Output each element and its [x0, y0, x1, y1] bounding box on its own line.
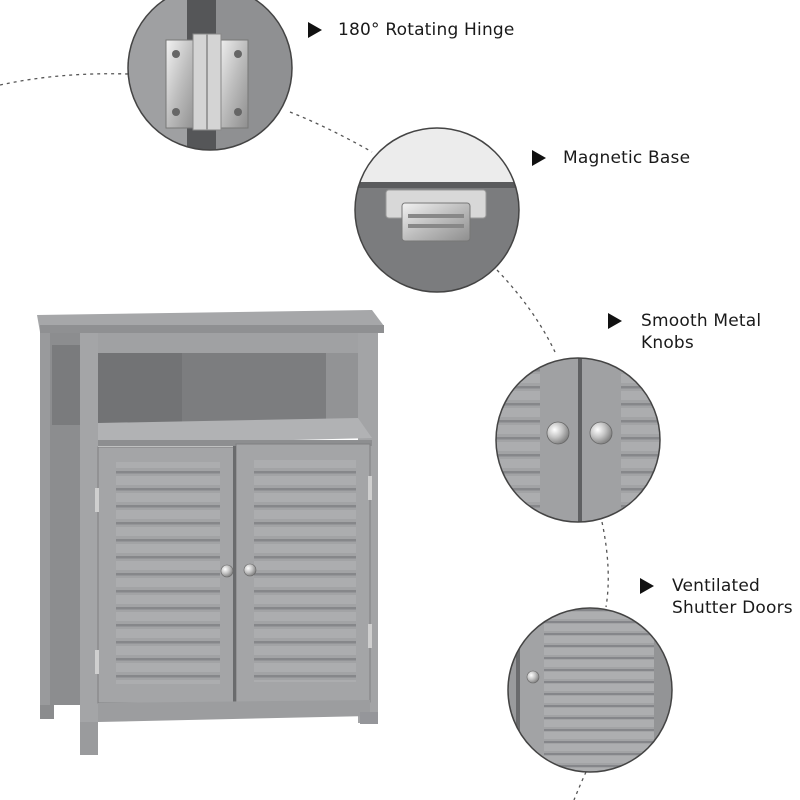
cabinet	[37, 310, 384, 755]
feature-label-line: Knobs	[641, 333, 694, 353]
connector-hinge	[0, 73, 129, 86]
hinge-detail-circle	[127, 0, 293, 151]
feature-label-line: Smooth Metal	[641, 311, 762, 331]
connector-bottom	[573, 771, 587, 800]
feature-label-line: Ventilated	[672, 576, 760, 596]
shutter-arrow-icon	[640, 578, 654, 594]
magnetic-arrow-icon	[532, 150, 546, 166]
connector-lines	[0, 73, 609, 800]
magnetic-detail-circle	[354, 127, 520, 293]
feature-label-line: 180° Rotating Hinge	[338, 20, 515, 40]
connector-magnetic	[289, 111, 373, 153]
connector-shutter	[601, 521, 609, 608]
feature-label-hinge: 180° Rotating Hinge	[338, 19, 515, 41]
feature-label-shutter: Ventilated Shutter Doors	[672, 575, 793, 619]
feature-label-line: Magnetic Base	[563, 148, 691, 168]
feature-label-magnetic: Magnetic Base	[563, 147, 690, 169]
left-knob	[220, 564, 234, 578]
shutter-detail-circle	[507, 607, 673, 773]
hinge-arrow-icon	[308, 22, 322, 38]
feature-label-line: Shutter Doors	[672, 598, 793, 618]
knobs-detail-circle	[495, 357, 661, 523]
knobs-arrow-icon	[608, 313, 622, 329]
right-knob	[243, 563, 257, 577]
feature-label-knobs: Smooth Metal Knobs	[641, 310, 761, 354]
connector-knobs	[496, 269, 556, 353]
